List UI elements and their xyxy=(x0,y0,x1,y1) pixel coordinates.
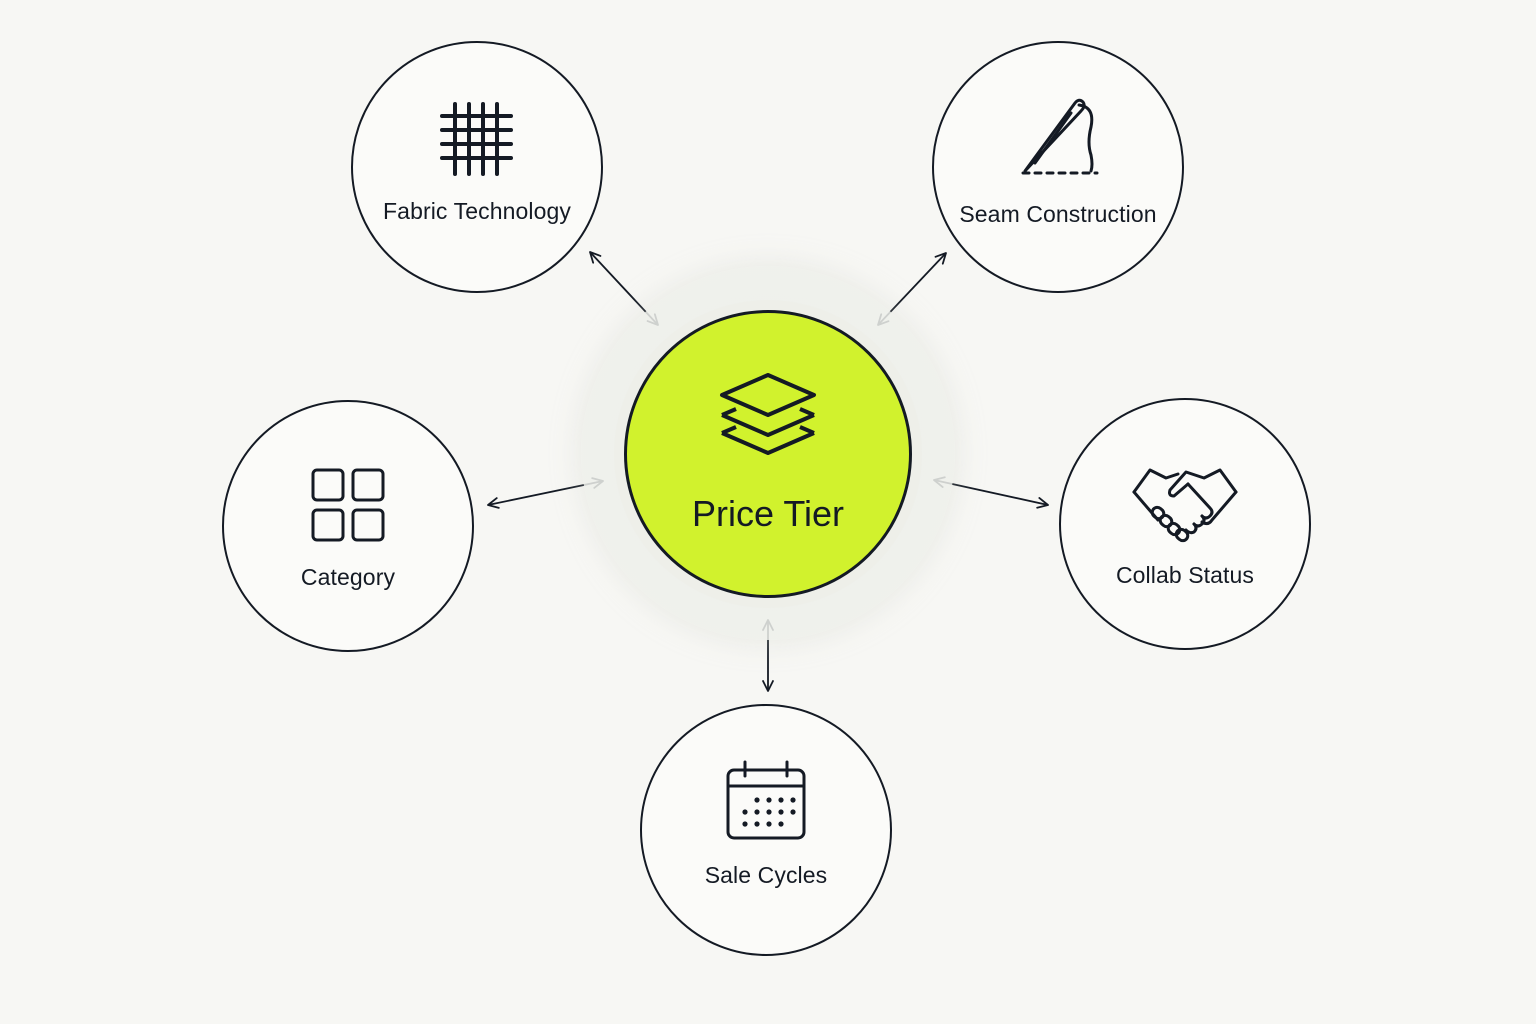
node-category[interactable]: Category xyxy=(222,400,474,652)
handshake-icon xyxy=(1130,462,1240,551)
needle-thread-icon xyxy=(1013,93,1103,184)
node-sale-cycles[interactable]: Sale Cycles xyxy=(640,704,892,956)
node-seam-construction[interactable]: Seam Construction xyxy=(932,41,1184,293)
node-label: Seam Construction xyxy=(959,201,1157,227)
layers-icon xyxy=(716,371,820,476)
node-collab-status[interactable]: Collab Status xyxy=(1059,398,1311,650)
center-label: Price Tier xyxy=(691,493,845,534)
center-node-price-tier[interactable]: Price Tier xyxy=(624,310,912,598)
node-fabric-technology[interactable]: Fabric Technology xyxy=(351,41,603,293)
four-squares-icon xyxy=(309,466,387,549)
calendar-icon xyxy=(723,758,809,849)
node-label: Fabric Technology xyxy=(383,198,571,224)
node-label: Category xyxy=(300,564,396,590)
node-label: Collab Status xyxy=(1115,562,1255,588)
grid-mesh-icon xyxy=(437,98,517,183)
node-label: Sale Cycles xyxy=(704,862,828,888)
connector-collab xyxy=(933,476,1049,509)
